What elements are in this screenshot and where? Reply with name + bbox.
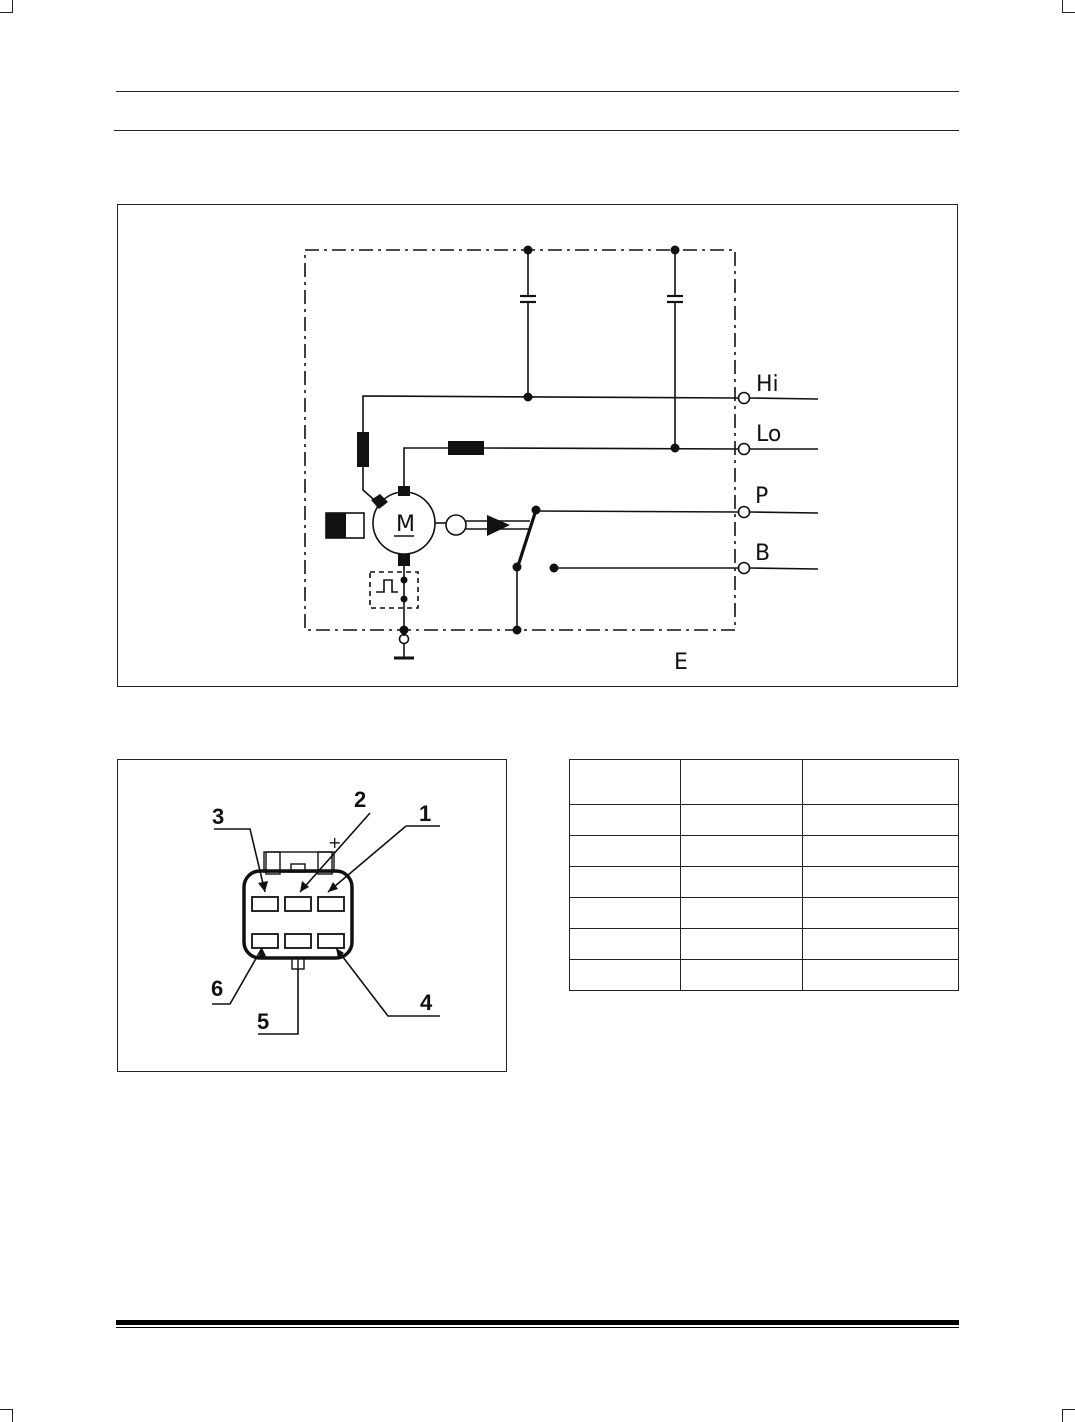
pin-slot-1 xyxy=(317,896,345,912)
table-row xyxy=(569,928,959,960)
table-cell xyxy=(802,804,959,836)
terminal-label-b: B xyxy=(755,541,770,566)
pin-slot-5 xyxy=(284,933,312,949)
table-cell xyxy=(680,959,803,991)
housing-boundary xyxy=(304,249,736,631)
pin-label-5: 5 xyxy=(257,1009,269,1034)
table-header-cell xyxy=(680,759,803,805)
connector-diagram-frame xyxy=(117,759,507,1072)
table-cell xyxy=(569,897,681,929)
table-cell xyxy=(802,928,959,960)
crop-mark-bottom-left xyxy=(0,1409,13,1422)
svg-text:+: + xyxy=(328,833,341,852)
table-row xyxy=(569,835,959,867)
pin-slot-4 xyxy=(317,933,345,949)
table-cell xyxy=(802,959,959,991)
pin-slot-3 xyxy=(251,896,279,912)
table-cell xyxy=(680,804,803,836)
footer-rule-thin xyxy=(116,1327,959,1328)
table-cell xyxy=(680,835,803,867)
table-header-cell xyxy=(569,759,681,805)
table-cell xyxy=(569,928,681,960)
ground-label-e: E xyxy=(674,650,688,675)
crop-mark-bottom-right xyxy=(1062,1409,1075,1422)
table-cell xyxy=(569,866,681,898)
terminal-label-lo: Lo xyxy=(756,422,781,447)
table-header-row xyxy=(569,759,959,805)
pin-slot-2 xyxy=(284,896,312,912)
table-cell xyxy=(569,835,681,867)
circuit-diagram-frame xyxy=(117,204,958,687)
crop-mark-top-right xyxy=(1062,0,1075,13)
table-cell xyxy=(569,959,681,991)
pin-label-4: 4 xyxy=(420,990,433,1015)
pin-label-3: 3 xyxy=(212,804,224,829)
table-row xyxy=(569,804,959,836)
table-cell xyxy=(680,866,803,898)
table-cell xyxy=(802,866,959,898)
table-cell xyxy=(569,804,681,836)
pin-slot-6 xyxy=(251,933,279,949)
header-rule-bottom xyxy=(114,130,959,131)
motor-label: M xyxy=(396,512,415,537)
terminal-label-hi: Hi xyxy=(756,372,779,397)
table-header-cell xyxy=(802,759,959,805)
table-cell xyxy=(680,897,803,929)
pin-label-2: 2 xyxy=(354,787,366,812)
table-row xyxy=(569,866,959,898)
table-cell xyxy=(802,897,959,929)
pin-label-1: 1 xyxy=(419,801,431,826)
table-row xyxy=(569,897,959,929)
table-row xyxy=(569,959,959,991)
header-rule-top xyxy=(116,91,959,92)
footer-rule-thick xyxy=(116,1320,959,1325)
pin-label-6: 6 xyxy=(211,976,223,1001)
crop-mark-top-left xyxy=(0,0,13,13)
pin-table xyxy=(569,759,959,991)
terminal-label-p: P xyxy=(755,484,768,509)
connector-pinout xyxy=(212,812,440,1035)
table-cell xyxy=(802,835,959,867)
table-cell xyxy=(680,928,803,960)
